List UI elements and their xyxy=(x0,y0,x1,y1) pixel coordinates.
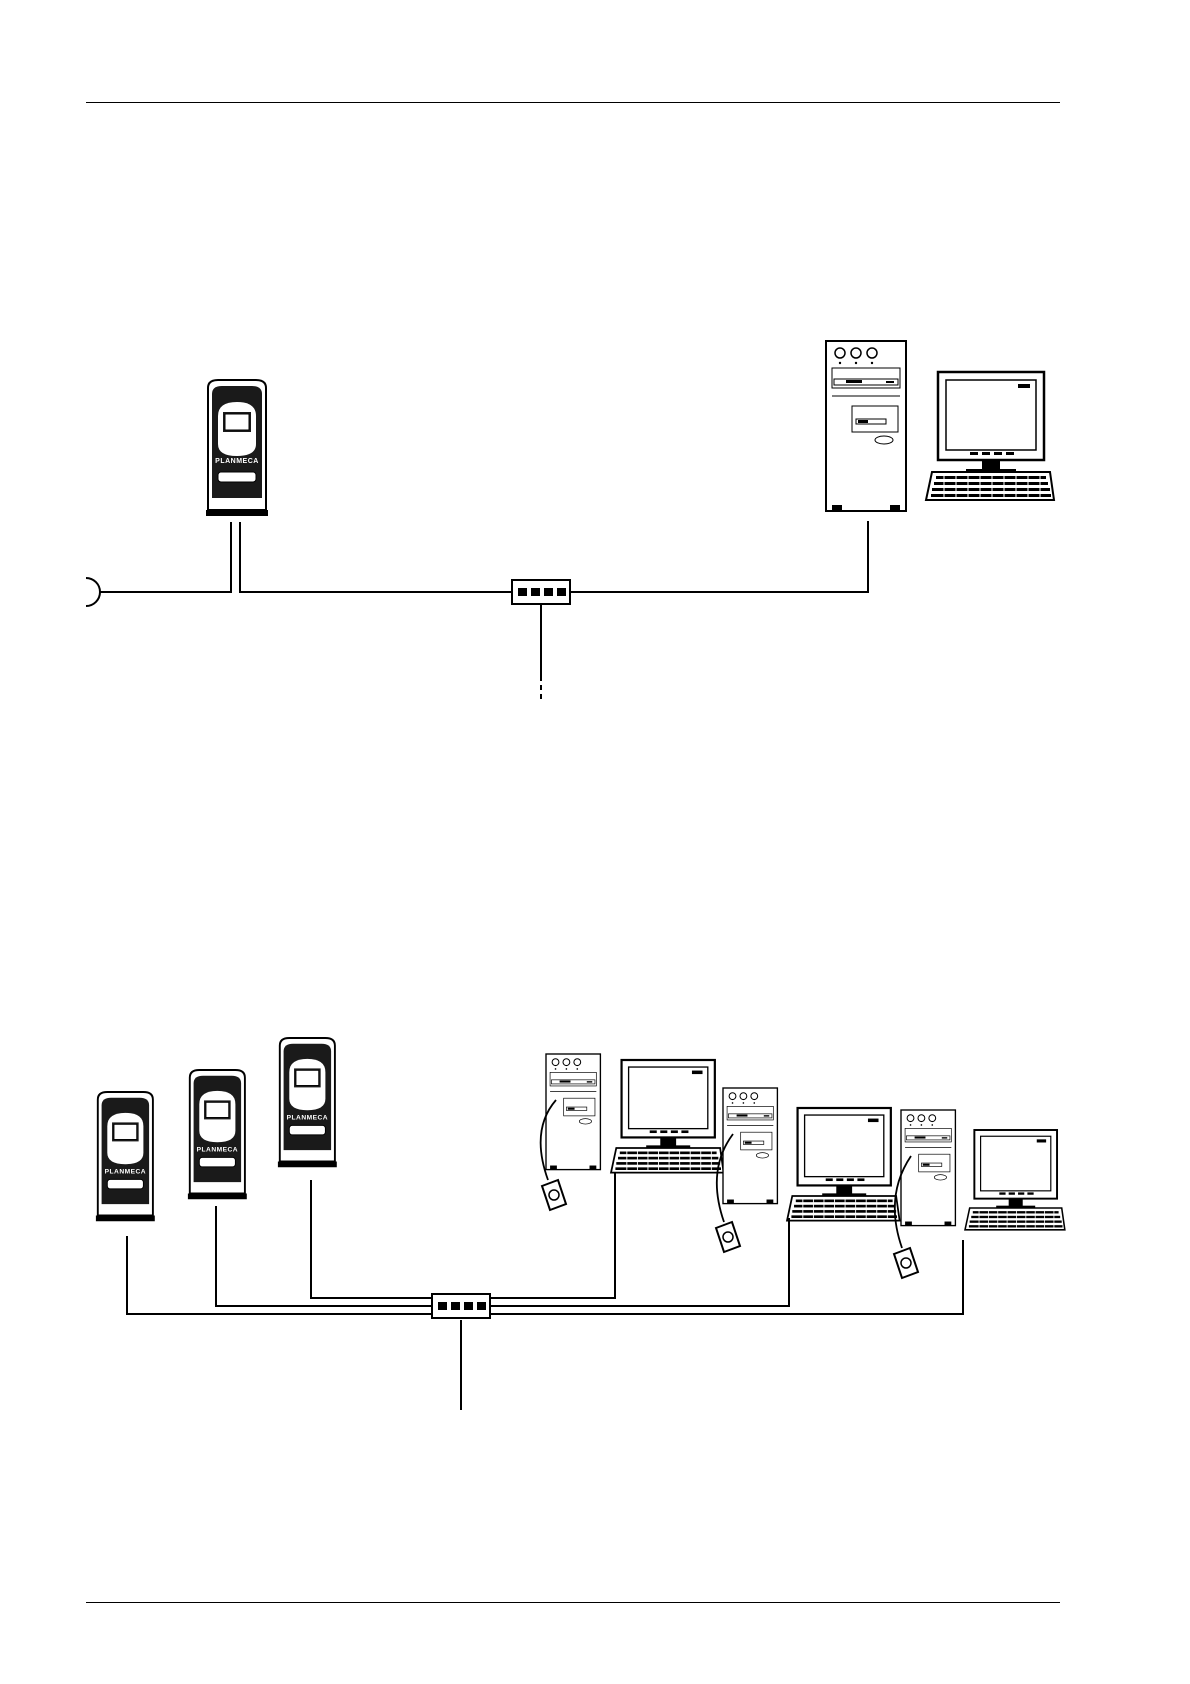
workstation-monitor-keyboard xyxy=(611,1060,724,1173)
pc-tower xyxy=(826,341,906,511)
imaging-unit: PLANMECA xyxy=(206,380,268,516)
network-hub xyxy=(512,580,570,604)
pc-tower xyxy=(546,1054,600,1170)
wall-connector xyxy=(86,578,100,606)
imaging-unit: PLANMECA xyxy=(278,1038,337,1167)
figure-single-unit: PLANMECA xyxy=(86,341,1054,700)
imaging-unit: PLANMECA xyxy=(188,1070,247,1199)
network-cables xyxy=(88,521,868,700)
intraoral-sensor xyxy=(716,1222,740,1252)
intraoral-sensor xyxy=(894,1248,918,1278)
imaging-unit: PLANMECA xyxy=(96,1092,155,1221)
intraoral-sensor xyxy=(542,1180,566,1210)
figure-multi-unit: PLANMECA PLANMECA PLANMECA xyxy=(96,1038,1065,1410)
workstation-monitor-keyboard xyxy=(787,1108,900,1221)
pc-tower xyxy=(901,1110,955,1226)
unit-brand-label: PLANMECA xyxy=(287,1115,328,1122)
unit-brand-label: PLANMECA xyxy=(105,1169,146,1176)
unit-brand-label: PLANMECA xyxy=(215,458,259,465)
workstation-monitor-keyboard xyxy=(926,372,1054,500)
pc-tower xyxy=(723,1088,777,1204)
workstation-monitor-keyboard xyxy=(965,1130,1065,1230)
unit-brand-label: PLANMECA xyxy=(197,1147,238,1154)
network-hub xyxy=(432,1294,490,1318)
